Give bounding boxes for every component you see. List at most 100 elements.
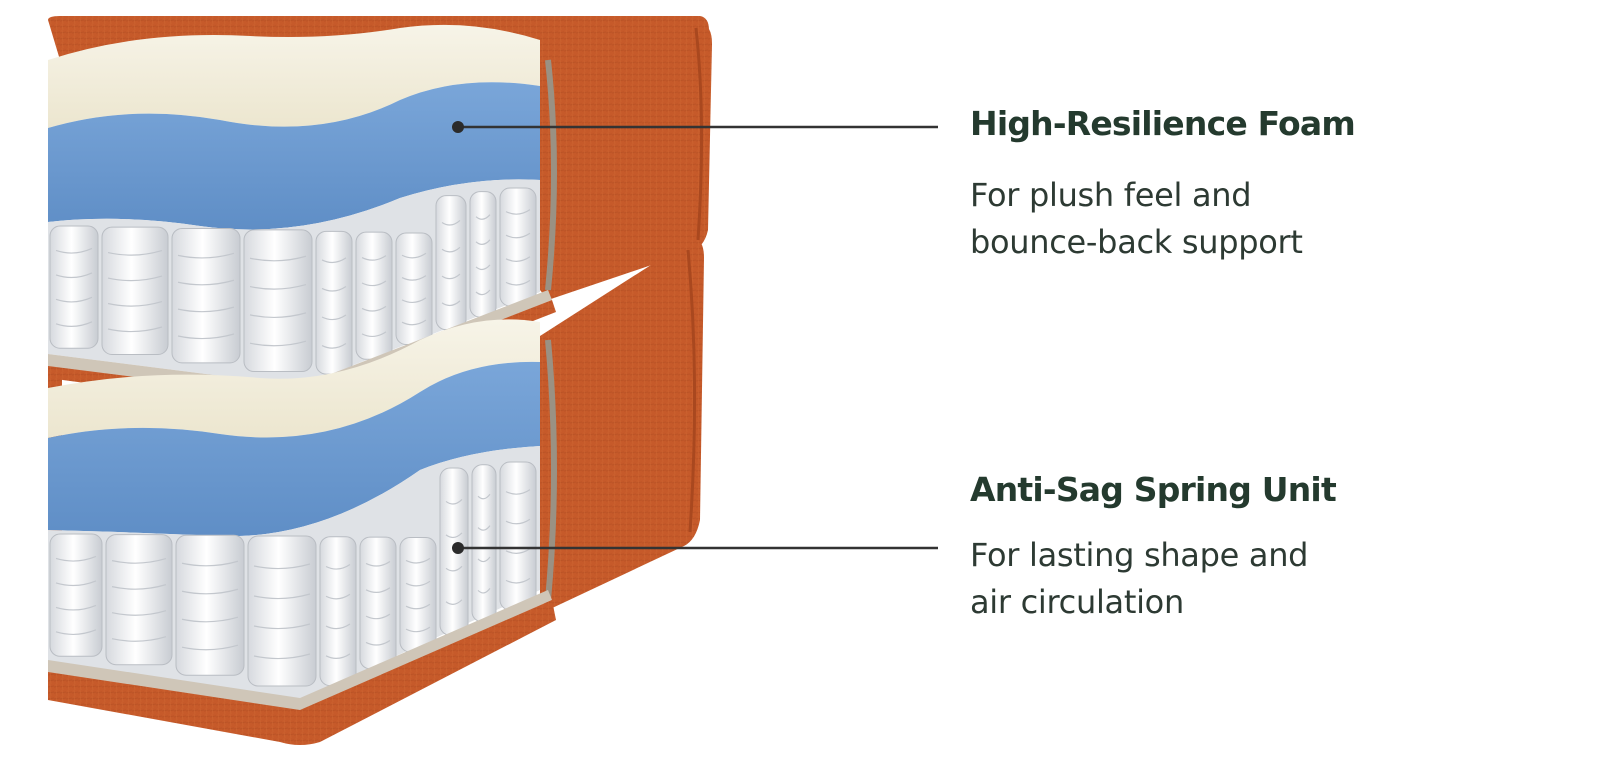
lower-bottom-fabric — [48, 600, 556, 745]
spring-coil-line — [321, 257, 347, 264]
spring-unit-heading: Anti-Sag Spring Unit — [970, 470, 1337, 509]
spring-coil-line — [55, 580, 97, 587]
spring-coil-line — [445, 532, 463, 539]
pocket-spring — [171, 227, 241, 364]
upper-cushion — [48, 16, 712, 412]
spring-coil-line — [405, 580, 431, 587]
spring-coil-line — [181, 616, 239, 623]
spring-coil-line — [365, 613, 391, 620]
pocket-spring — [315, 230, 353, 375]
lower-comfort-foam — [48, 319, 540, 438]
spring-coil-line — [107, 249, 163, 256]
spring-coil-line — [441, 300, 461, 307]
spring-unit-description-line: For lasting shape and — [970, 536, 1309, 574]
spring-coil-line — [401, 297, 427, 304]
spring-coil-line — [445, 499, 463, 505]
spring-coil-line — [475, 214, 491, 220]
upper-spring-unit — [49, 187, 537, 375]
spring-coil-line — [365, 560, 391, 567]
spring-coil-line — [107, 300, 163, 307]
spring-coil-line — [177, 333, 235, 340]
spring-coil-line — [505, 518, 531, 525]
spring-coil-line — [401, 319, 427, 326]
spring-coil-line — [111, 584, 167, 590]
spring-coil-line — [253, 623, 311, 630]
spring-coil-line — [321, 343, 347, 349]
spring-coil-line — [111, 558, 167, 564]
spring-coil-line — [181, 588, 239, 595]
pocket-spring — [243, 229, 313, 373]
spring-coil-line — [477, 587, 491, 594]
spring-coil-line — [477, 556, 491, 563]
spring-coil-line — [249, 312, 307, 319]
spring-coil-line — [401, 275, 427, 281]
spring-coil-line — [505, 489, 531, 495]
pocket-spring — [49, 225, 99, 349]
spring-coil-line — [505, 279, 531, 286]
callout-leaders — [452, 121, 938, 554]
pocket-spring — [319, 536, 357, 687]
spring-coil-line — [55, 272, 93, 279]
spring-coil-line — [441, 273, 461, 280]
pocket-spring — [49, 533, 103, 657]
pocket-spring — [101, 226, 169, 355]
spring-coil-line — [325, 653, 351, 659]
spring-coil-line — [505, 577, 531, 584]
pocket-spring — [355, 231, 393, 360]
spring-coil-line — [477, 525, 491, 531]
spring-coil-line — [111, 636, 167, 642]
spring-coil-line — [55, 247, 93, 254]
upper-cushion-side-fabric — [540, 24, 712, 300]
spring-coil-line — [325, 593, 351, 600]
spring-coil-line — [445, 565, 463, 572]
spring-coil-line — [177, 252, 235, 259]
pocket-spring — [469, 191, 497, 318]
hr-foam-description-line: For plush feel and — [970, 176, 1252, 214]
spring-coil-line — [253, 593, 311, 600]
spring-coil-line — [475, 264, 491, 271]
spring-coil-line — [441, 246, 461, 253]
spring-coil-line — [177, 279, 235, 286]
spring-coil-line — [107, 326, 163, 333]
spring-coil-line — [405, 603, 431, 610]
spring-coil-line — [477, 493, 491, 500]
spring-coil-line — [505, 232, 531, 239]
spring-coil-line — [55, 296, 93, 303]
spring-coil-line — [365, 639, 391, 646]
spring-coil-line — [177, 306, 235, 313]
pocket-spring — [175, 534, 245, 676]
spring-coil-line — [55, 604, 97, 611]
spring-unit-description: For lasting shape and air circulation — [970, 532, 1410, 626]
spring-coil-line — [445, 599, 463, 605]
spring-coil-line — [321, 285, 347, 292]
hr-foam-leader-dot — [452, 121, 464, 133]
spring-coil-line — [361, 331, 387, 337]
spring-coil-line — [325, 623, 351, 630]
spring-coil-line — [111, 610, 167, 616]
spring-coil-line — [253, 563, 311, 570]
pocket-spring — [395, 232, 433, 345]
spring-coil-line — [55, 629, 97, 635]
upper-comfort-foam — [48, 24, 540, 128]
spring-coil-line — [361, 255, 387, 261]
spring-coil-line — [249, 255, 307, 262]
upper-base-board — [48, 290, 552, 400]
spring-coil-line — [405, 557, 431, 564]
spring-coil-line — [441, 220, 461, 226]
spring-coil-line — [475, 289, 491, 296]
hr-foam-description-line: bounce-back support — [970, 223, 1303, 261]
spring-coil-line — [321, 314, 347, 321]
spring-coil-line — [249, 340, 307, 347]
hr-foam-heading: High-Resilience Foam — [970, 104, 1356, 143]
pocket-spring — [359, 536, 397, 670]
spring-coil-line — [249, 283, 307, 290]
spring-coil-line — [361, 280, 387, 287]
pocket-spring — [471, 464, 497, 623]
lower-cushion-side-fabric — [540, 239, 704, 610]
lower-hr-foam — [48, 361, 540, 537]
spring-unit-leader-dot — [452, 542, 464, 554]
pocket-spring — [499, 461, 537, 611]
spring-coil-line — [401, 252, 427, 259]
